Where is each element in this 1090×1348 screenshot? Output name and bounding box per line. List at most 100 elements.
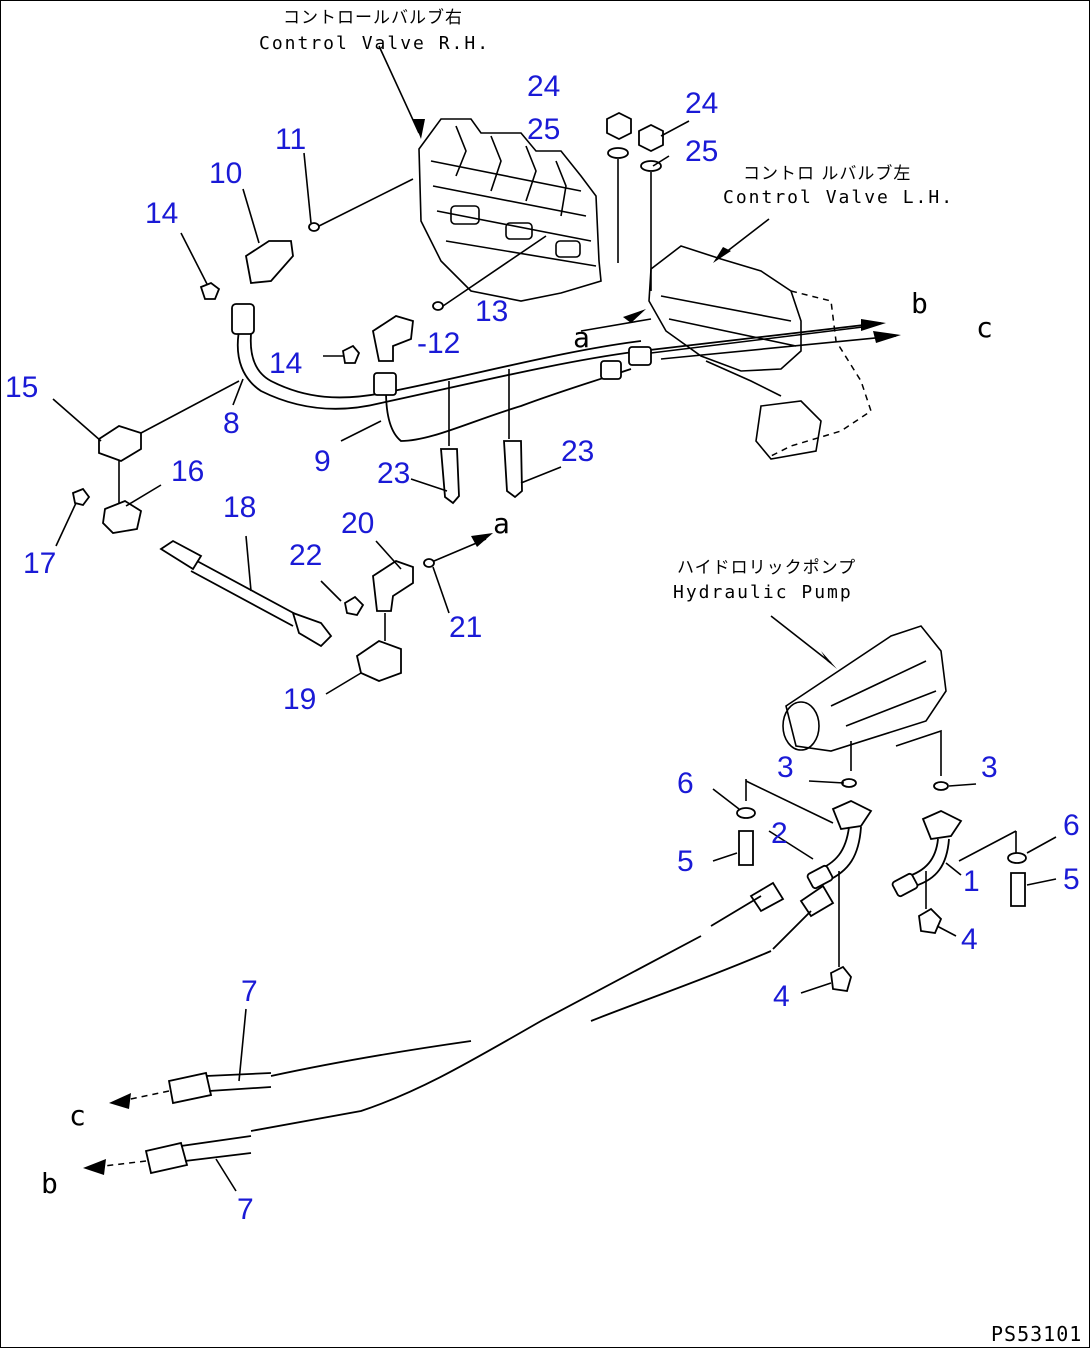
callout-6-left: 6 (677, 767, 694, 800)
block-15 (98, 425, 142, 462)
label-control-valve-rh-jp: コントロールバルブ右 (283, 7, 463, 28)
hose-8 (236, 320, 882, 410)
callout-10: 10 (209, 157, 242, 190)
control-valve-lh-drawing (648, 245, 872, 460)
label-control-valve-rh-en: Control Valve R.H. (259, 33, 490, 54)
label-control-valve-lh-en: Control Valve L.H. (723, 187, 954, 208)
callout-4-right: 4 (961, 923, 978, 956)
arrow-c-bottom (109, 1093, 131, 1109)
callout-21: 21 (449, 611, 482, 644)
flange-1 (905, 810, 963, 887)
label-hydraulic-pump-jp: ハイドロリックポンプ (677, 558, 856, 578)
callout-4-left: 4 (773, 980, 790, 1013)
plug-14-a (199, 281, 221, 300)
callout-7-bottom: 7 (237, 1193, 254, 1226)
o-ring-11 (308, 222, 320, 232)
callout-numbers: 1 2 3 3 4 4 5 5 6 6 7 7 8 9 10 11 -12 13… (5, 70, 1080, 1226)
leader-hydraulic-pump (770, 615, 832, 664)
callout-2: 2 (771, 817, 788, 850)
connection-mark-c-bottom: c (69, 1099, 86, 1132)
connection-mark-b-top: b (911, 287, 928, 320)
callout-25-left: 25 (527, 113, 560, 146)
washer-6-left (736, 807, 756, 819)
bolt-line-6b (958, 830, 1017, 862)
hoses-7 (144, 864, 919, 1175)
plug-14-b (342, 344, 361, 364)
hose-9-fitting (600, 360, 622, 380)
callout-3-right: 3 (981, 751, 998, 784)
arrowhead-control-valve-lh (713, 247, 731, 263)
nuts-24-washers-25 (606, 111, 664, 291)
callout-22: 22 (289, 539, 322, 572)
o-ring-21 (423, 558, 435, 568)
arrow-a-top (623, 309, 646, 323)
dash-b-bottom (95, 1160, 147, 1168)
bolt-5-left (738, 830, 754, 866)
label-hydraulic-pump-en: Hydraulic Pump (673, 582, 853, 603)
elbow-10 (245, 240, 294, 284)
o-ring-3-left (841, 778, 857, 788)
callout-19: 19 (283, 683, 316, 716)
callout-11: 11 (275, 123, 306, 156)
o-ring-13 (432, 301, 444, 311)
callout-6-right: 6 (1063, 809, 1080, 842)
callout-3-left: 3 (777, 751, 794, 784)
hose-9 (385, 368, 632, 442)
arrow-b-top (861, 319, 886, 331)
callout-7-top: 7 (241, 975, 258, 1008)
callout-5-right: 5 (1063, 863, 1080, 896)
leader-13-to-valve (442, 235, 547, 307)
elbow-20 (372, 560, 414, 612)
callout-24-left: 24 (527, 70, 560, 103)
callout-13: 13 (475, 295, 508, 328)
connection-mark-a-top: a (573, 321, 590, 354)
hose-8-fitting (628, 346, 652, 366)
drawing-number: PS53101 (991, 1322, 1082, 1346)
bolt-line-6a (745, 780, 834, 824)
callout-14-mid: 14 (269, 347, 302, 380)
washer-6-right (1007, 852, 1027, 864)
callout-24-right: 24 (685, 87, 718, 120)
hose-b-extension (650, 325, 872, 354)
leader-control-valve-rh (378, 45, 420, 134)
arrow-b-bottom (83, 1159, 106, 1175)
clamps-23 (440, 369, 523, 505)
arrowhead-control-valve-rh (413, 119, 425, 139)
elbow-12 (371, 315, 414, 362)
plug-22 (343, 595, 365, 617)
connection-mark-c-top: c (976, 311, 993, 344)
bolt-5-right (1010, 872, 1026, 907)
plug-17 (71, 487, 91, 507)
hose-c-extension (660, 335, 897, 360)
connection-mark-b-bottom: b (41, 1167, 58, 1200)
callout-23-right: 23 (561, 435, 594, 468)
callout-15: 15 (5, 371, 38, 404)
callout-23-left: 23 (377, 457, 410, 490)
hose-18 (159, 539, 333, 648)
plug-4-right (918, 907, 943, 934)
callout-25-right: 25 (685, 135, 718, 168)
arrow-a-mid (471, 533, 493, 547)
fitting-16 (102, 499, 143, 534)
callout-8: 8 (223, 407, 240, 440)
leader-15-to-hose (140, 380, 240, 434)
arrow-c-top (873, 331, 901, 343)
label-control-valve-lh-jp: コントロ ルバルブ左 (743, 163, 911, 184)
hose-9-end-fitting (373, 372, 397, 396)
callout-16: 16 (171, 455, 204, 488)
callout-leaders (52, 120, 1057, 1192)
callout-1: 1 (963, 865, 980, 898)
callout-5-left: 5 (677, 845, 694, 878)
callout-12: -12 (417, 327, 460, 360)
dash-c-bottom (120, 1090, 170, 1102)
control-valve-rh-drawing (418, 118, 602, 302)
hose-8-outline (249, 318, 642, 399)
callout-14-top: 14 (145, 197, 178, 230)
callout-17: 17 (23, 547, 56, 580)
callout-18: 18 (223, 491, 256, 524)
plug-4-left (830, 965, 852, 993)
hose-8-end-fitting (231, 303, 255, 335)
callout-20: 20 (341, 507, 374, 540)
